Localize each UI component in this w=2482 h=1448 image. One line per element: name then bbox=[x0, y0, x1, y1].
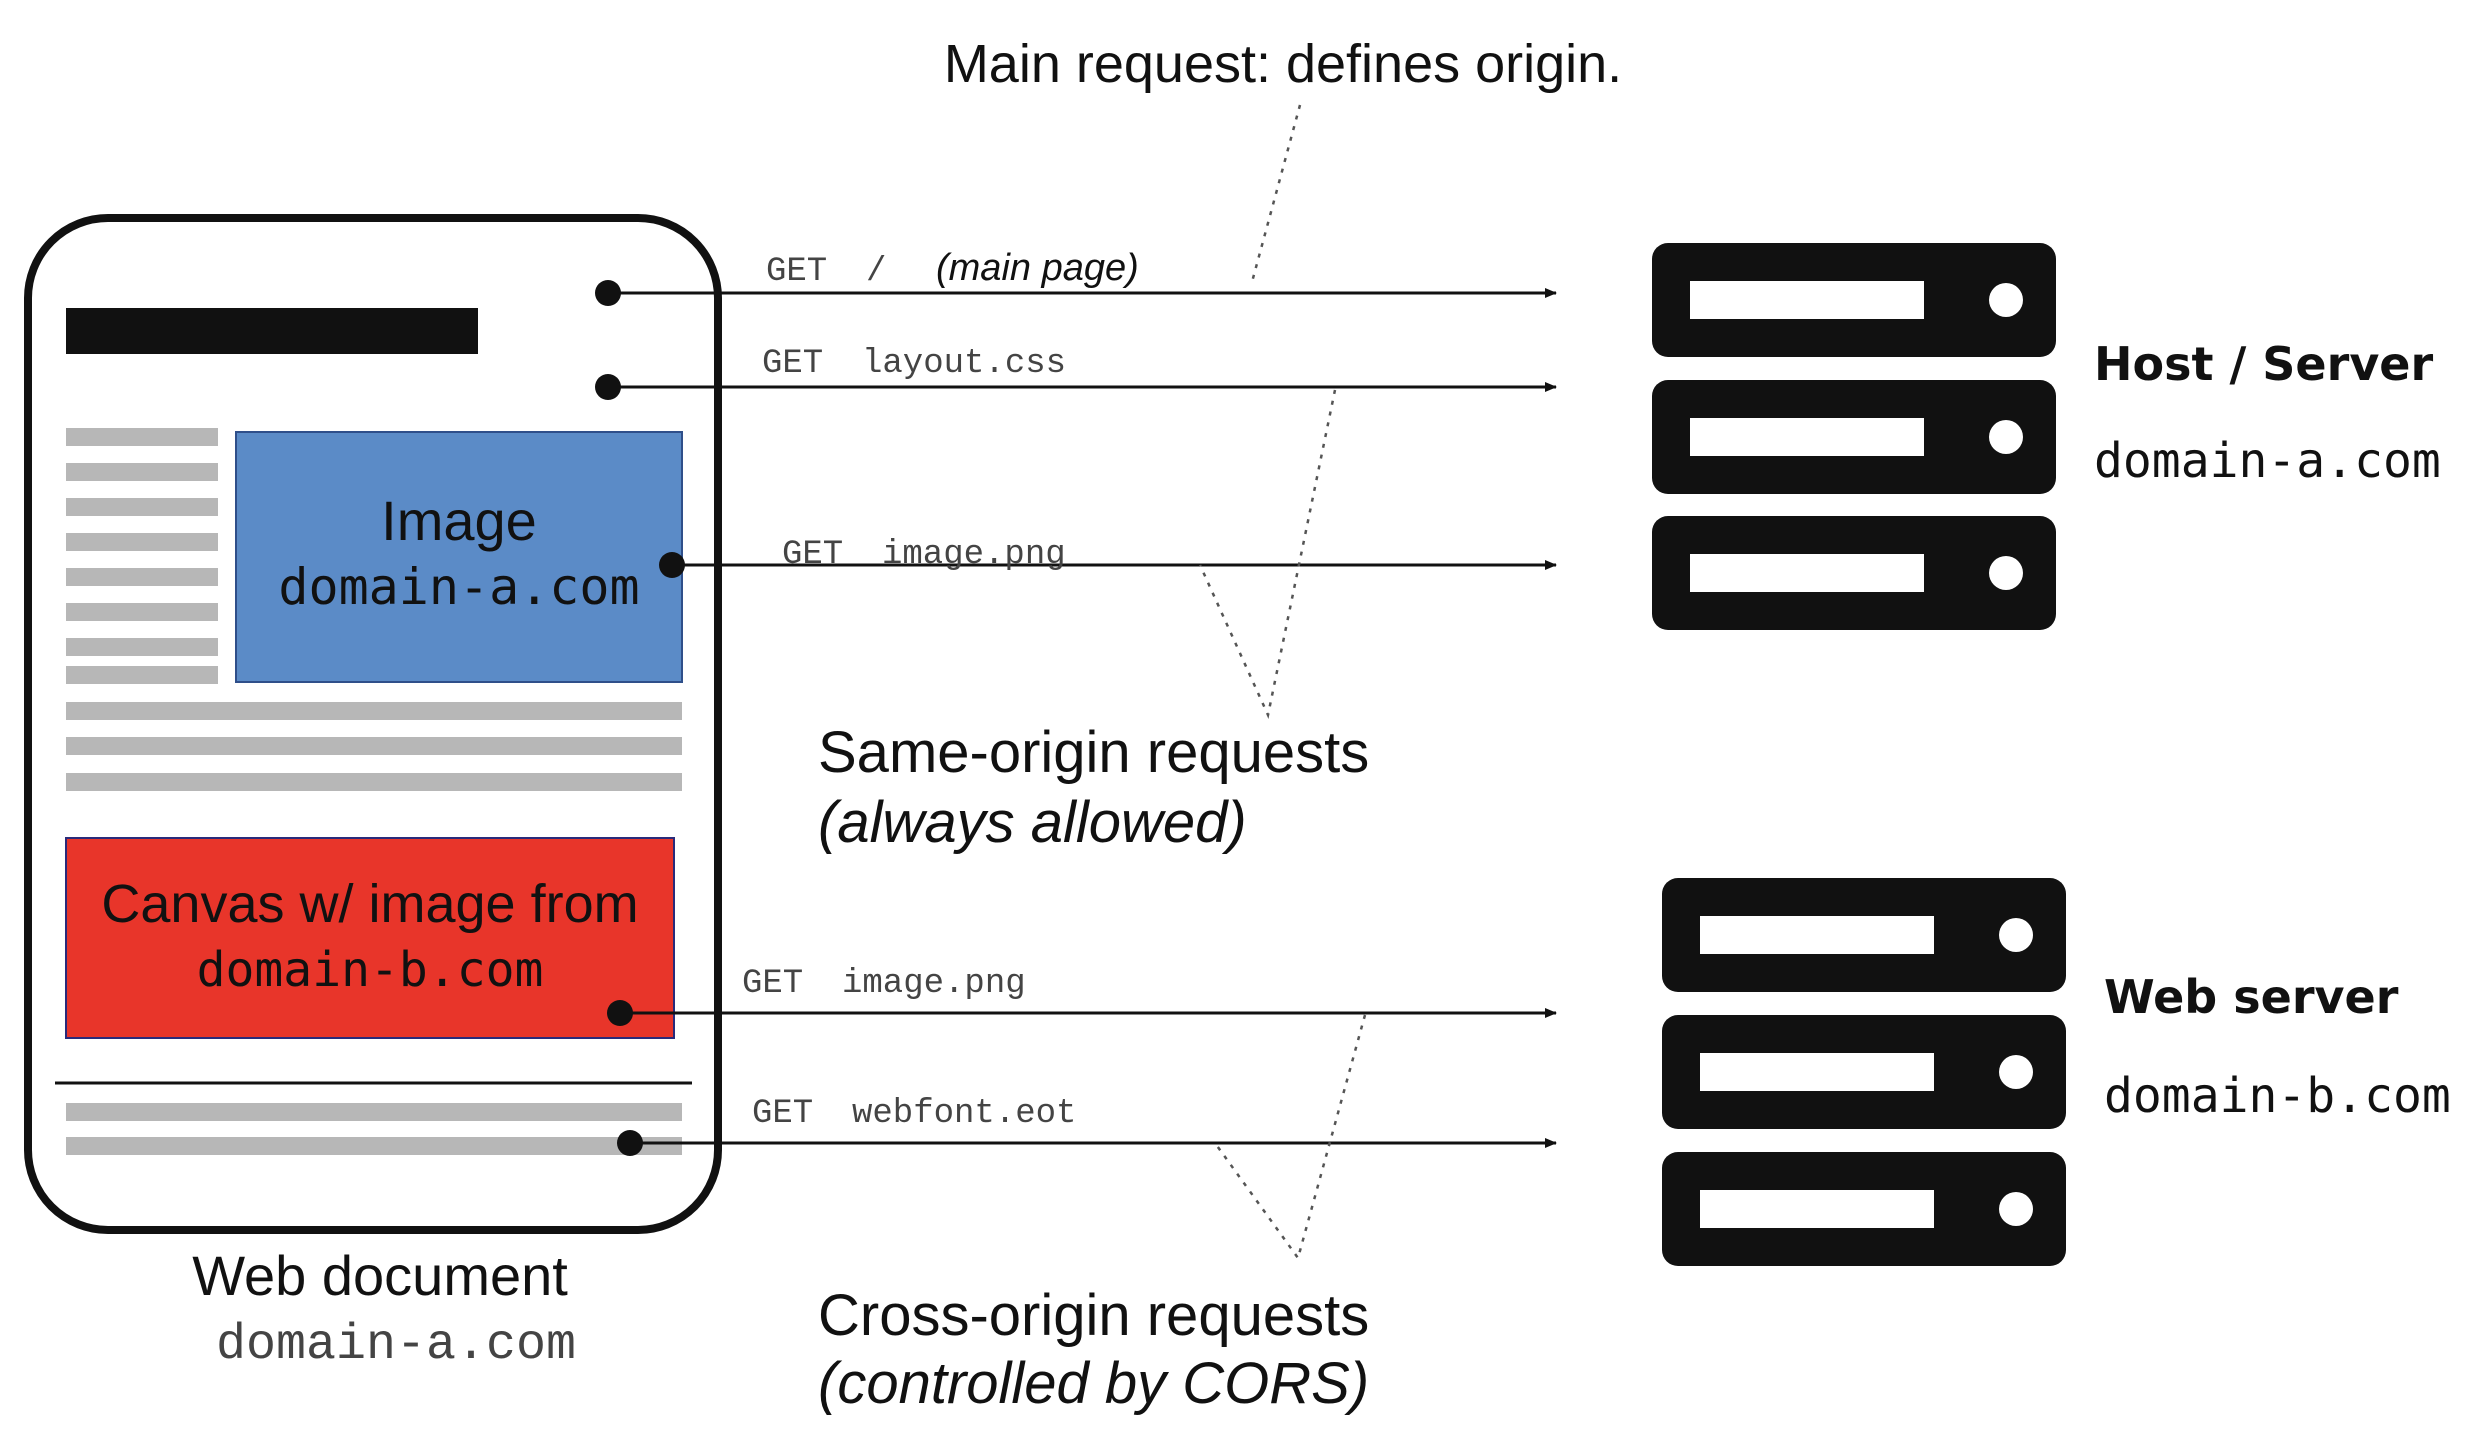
diagram-title: Main request: defines origin. bbox=[944, 34, 1622, 94]
web-server-title: Web server bbox=[2104, 970, 2399, 1024]
document-side-text-lines bbox=[66, 428, 218, 684]
request-1-path: / bbox=[866, 253, 886, 291]
request-1-method: GET bbox=[766, 253, 827, 291]
canvas-box-label: Canvas w/ image from bbox=[101, 874, 638, 934]
document-frame bbox=[24, 214, 722, 1234]
web-server-domain: domain-b.com bbox=[2104, 1068, 2451, 1124]
document-body-text-lines bbox=[66, 702, 682, 791]
request-1-note: (main page) bbox=[936, 247, 1139, 289]
cross-origin-subtitle: (controlled by CORS) bbox=[818, 1351, 1369, 1416]
document-footer-line bbox=[66, 1137, 682, 1155]
title-pointer-line bbox=[1250, 104, 1302, 283]
canvas-box-domain: domain-b.com bbox=[197, 942, 544, 998]
document-domain: domain-a.com bbox=[216, 1317, 576, 1374]
same-origin-subtitle: (always allowed) bbox=[818, 790, 1247, 855]
host-server-title: Host / Server bbox=[2094, 337, 2433, 391]
cross-origin-group: Cross-origin requests (controlled by COR… bbox=[818, 1014, 1369, 1416]
cross-origin-title: Cross-origin requests bbox=[818, 1283, 1369, 1348]
same-origin-title: Same-origin requests bbox=[818, 720, 1369, 785]
request-2-method: GET bbox=[762, 345, 823, 383]
host-server-domain: domain-a.com bbox=[2094, 433, 2441, 489]
same-origin-pointer-lines bbox=[1198, 389, 1337, 720]
cross-origin-pointer-lines bbox=[1213, 1014, 1367, 1261]
canvas-box bbox=[65, 837, 675, 1039]
image-box bbox=[235, 431, 683, 683]
request-5-method: GET bbox=[752, 1095, 813, 1133]
server-icon bbox=[1662, 878, 2066, 1266]
image-box-label: Image bbox=[381, 489, 537, 552]
image-box-domain: domain-a.com bbox=[278, 558, 639, 616]
request-4-path: image.png bbox=[842, 965, 1026, 1003]
server-icon bbox=[1652, 243, 2056, 630]
request-4-method: GET bbox=[742, 965, 803, 1003]
request-3-method: GET bbox=[782, 536, 843, 574]
request-2-path: layout.css bbox=[862, 345, 1066, 383]
request-3-path: image.png bbox=[882, 536, 1066, 574]
document-label: Web document bbox=[192, 1244, 568, 1307]
document-header-bar bbox=[66, 308, 478, 354]
document-footer-line bbox=[66, 1103, 682, 1121]
request-5-path: webfont.eot bbox=[852, 1095, 1076, 1133]
request-arrows: GET / (main page) GET layout.css GET ima… bbox=[595, 247, 1557, 1156]
same-origin-group: Same-origin requests (always allowed) bbox=[818, 389, 1369, 855]
